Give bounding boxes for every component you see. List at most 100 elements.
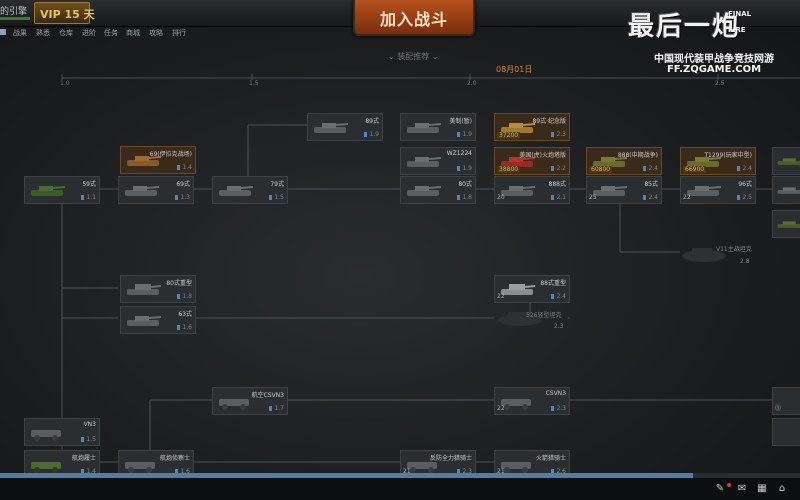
nav-item-4[interactable]: 进阶 — [82, 29, 96, 37]
tank-icon — [501, 123, 536, 133]
tank-card-csvn3a[interactable]: 航空CSVN3 1.7 — [212, 387, 288, 415]
tank-card-mhz[interactable]: 美国(虎)火炮塔版 38800 2.2 — [494, 147, 570, 175]
date-label: 08月01日 — [496, 65, 533, 74]
tank-icon — [407, 157, 442, 167]
tank-card-69[interactable]: 69式 1.3 — [118, 176, 194, 204]
tank-icon — [777, 158, 800, 165]
tank-name: 80式 — [458, 181, 472, 188]
nav-item-home[interactable] — [0, 29, 6, 35]
ruler-tick: 1.5 — [249, 80, 259, 87]
tank-card-59[interactable]: 59式 1.1 — [24, 176, 100, 204]
tank-owned-count: 22 — [683, 194, 691, 201]
tank-icon — [314, 123, 349, 133]
vehicle-icon — [219, 399, 249, 410]
vip-badge[interactable]: VIP 15 天 — [34, 2, 95, 24]
edit-icon[interactable]: ✎ — [715, 483, 725, 494]
tank-name: T1299(玩家中型) — [704, 152, 752, 159]
tank-card-80r[interactable]: 80式重型 1.8 — [120, 275, 196, 303]
site-url: FF.ZQGAME.COM — [666, 64, 762, 75]
tank-icon — [501, 284, 536, 295]
tank-icon — [687, 157, 722, 167]
tank-card-89[interactable]: 89式 1.9 — [307, 113, 383, 141]
tank-card-96[interactable]: 96式 22 2.5 — [680, 176, 756, 204]
logo-title: 最后一炮 — [628, 12, 741, 42]
tank-card-partial[interactable] — [772, 210, 800, 238]
grid-icon[interactable]: ▦ — [757, 483, 767, 494]
tank-card-wz1224[interactable]: WZ1224 1.9 — [400, 147, 476, 175]
tank-tier: 1.9 — [457, 165, 472, 172]
tank-card-partial[interactable] — [772, 418, 800, 446]
tank-card-partial[interactable] — [772, 147, 800, 175]
home-icon[interactable]: ⌂ — [778, 483, 786, 494]
nav-item-1[interactable]: 战果 — [13, 29, 27, 37]
tank-tier: 1.4 — [177, 164, 192, 171]
join-battle-button[interactable]: 加入战斗 — [353, 0, 475, 36]
tank-card-t99[interactable]: T1299(玩家中型) 66900 2.4 — [680, 147, 756, 175]
tank-name: 85式 — [644, 181, 658, 188]
tank-card-79[interactable]: 79式 1.5 — [212, 176, 288, 204]
tank-icon — [407, 186, 442, 196]
tank-card-63[interactable]: 63式 1.6 — [120, 306, 196, 334]
nav-item-5[interactable]: 任务 — [104, 29, 118, 37]
tank-tier: 2.2 — [551, 165, 566, 172]
tank-card-mb[interactable]: 美制(暂) 1.9 — [400, 113, 476, 141]
tank-tier: 1.5 — [269, 194, 284, 201]
nav-item-8[interactable]: 排行 — [172, 29, 186, 37]
tank-tier: 2.1 — [551, 194, 566, 201]
tank-icon — [127, 316, 162, 326]
tank-card-89ji[interactable]: 89式·纪念版 37200 2.3 — [494, 113, 570, 141]
tank-icon — [501, 186, 536, 196]
bottom-bar: ✎ ✉ ▦ ⌂ — [0, 478, 800, 500]
tank-card-partial[interactable]: ⓵ — [772, 387, 800, 415]
tank-name: WZ1224 — [446, 150, 472, 157]
tier-ruler: 1.0 1.5 2.0 2.5 — [0, 72, 800, 88]
tank-icon — [687, 186, 722, 196]
tank-name: 航炮履士 — [71, 455, 96, 462]
tank-card-partial[interactable] — [772, 176, 800, 204]
tank-icon — [593, 186, 628, 196]
tank-card-85[interactable]: 85式 25 2.4 — [586, 176, 662, 204]
nav-item-3[interactable]: 仓库 — [59, 29, 73, 37]
nav-item-7[interactable]: 攻略 — [149, 29, 163, 37]
tank-card-80[interactable]: 80式 1.8 — [400, 176, 476, 204]
tank-name: 80式重型 — [166, 280, 192, 287]
tank-tier: 1.8 — [177, 293, 192, 300]
mail-icon[interactable]: ✉ — [737, 483, 747, 494]
filter-dropdown[interactable]: ⌄ 装配推荐 ⌄ — [388, 52, 439, 61]
tank-icon — [219, 186, 254, 196]
nav-item-2[interactable]: 熟悉 — [36, 29, 50, 37]
tank-card-vn3[interactable]: VN3 1.5 — [24, 418, 100, 446]
tank-icon — [127, 156, 162, 166]
scroll-progress-track[interactable] — [0, 473, 800, 478]
tank-name: 88式重型 — [540, 280, 566, 287]
locked-tank-tier: 2.3 — [554, 323, 564, 330]
scroll-progress-fill — [0, 473, 693, 478]
ruler-tick: 2.5 — [715, 80, 725, 87]
tank-name: 63式 — [178, 311, 192, 318]
locked-tank-name: V11主战坦克 — [716, 246, 752, 253]
tank-card-88r[interactable]: 88式重型 22 2.4 — [494, 275, 570, 303]
tank-card-888[interactable]: 888式 20 2.1 — [494, 176, 570, 204]
tank-card-t69[interactable]: 69(伊拉克战场) 1.4 — [120, 146, 196, 174]
tank-tier: 2.3 — [457, 468, 472, 475]
locked-tank-silhouette — [498, 312, 542, 326]
tank-icon — [593, 157, 628, 167]
tank-icon — [127, 284, 162, 295]
nav-bar: 战果 熟悉 仓库 进阶 任务 商城 攻略 排行 — [0, 27, 800, 39]
tank-tier: 2.5 — [737, 194, 752, 201]
tank-tier: 1.3 — [175, 194, 190, 201]
join-battle-label: 加入战斗 — [379, 10, 448, 29]
tank-tier: 1.6 — [177, 324, 192, 331]
tank-name: 888式 — [548, 181, 566, 188]
tank-card-csvn3b[interactable]: CSVN3 22 2.3 — [494, 387, 570, 415]
tank-card-888z[interactable]: 888(中期战争) 60800 2.4 — [586, 147, 662, 175]
tank-tier: 1.1 — [81, 194, 96, 201]
ruler-tick: 1.0 — [60, 80, 70, 87]
ruler-line — [61, 74, 800, 80]
nav-item-6[interactable]: 商城 — [126, 29, 140, 37]
tank-name: 79式 — [270, 181, 284, 188]
logo-tagline: 中国现代装甲战争竞技网游 — [654, 54, 774, 65]
tank-name: VN3 — [83, 421, 96, 428]
tank-tier: 2.3 — [551, 131, 566, 138]
